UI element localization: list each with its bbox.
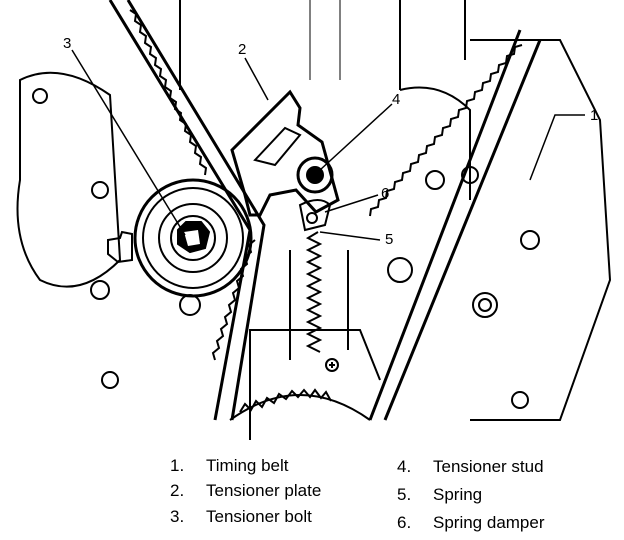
- timing-belt-left-run-inner: [126, 0, 266, 421]
- timing-belt-right-run-inner: [383, 39, 542, 421]
- spring-damper: [298, 199, 332, 232]
- legend-label: Timing belt: [206, 456, 289, 475]
- callout-1: 1: [590, 107, 599, 124]
- legend-number: 2.: [170, 481, 185, 500]
- legend-item-5: 5. Spring: [397, 485, 482, 505]
- engine-block-outline: [16, 71, 122, 288]
- engine-casting-inner: [399, 86, 471, 200]
- callout-2: 2: [238, 41, 247, 58]
- legend-label: Tensioner bolt: [206, 507, 312, 526]
- engine-casting-right: [470, 39, 612, 421]
- tensioner-plate: [230, 89, 340, 217]
- tensioner-stud: [296, 156, 334, 194]
- crank-sprocket-teeth: [239, 388, 332, 413]
- legend-label: Tensioner stud: [433, 457, 544, 476]
- spring-coil: [305, 231, 323, 353]
- legend-item-6: 6. Spring damper: [397, 513, 545, 533]
- legend-label: Spring damper: [433, 513, 545, 532]
- legend-number: 1.: [170, 456, 185, 475]
- callout-3: 3: [63, 35, 72, 52]
- callout-5: 5: [385, 231, 394, 248]
- timing-belt-right-teeth: [369, 44, 523, 217]
- legend-number: 5.: [397, 485, 412, 504]
- tensioner-pulley-outer: [133, 178, 253, 298]
- legend-label: Tensioner plate: [206, 481, 322, 500]
- timing-belt-tensioner-diagram: [16, 0, 612, 440]
- callout-4: 4: [392, 91, 401, 108]
- legend-number: 4.: [397, 457, 412, 476]
- tensioner-pulley-rim: [142, 187, 244, 289]
- legend-number: 3.: [170, 507, 185, 526]
- legend-item-1: 1. Timing belt: [170, 456, 289, 476]
- tensioner-pulley-hub: [158, 203, 228, 273]
- timing-belt-left-teeth: [129, 9, 208, 176]
- legend-number: 6.: [397, 513, 412, 532]
- legend-item-2: 2. Tensioner plate: [170, 481, 321, 501]
- timing-belt-right-run: [368, 29, 522, 421]
- legend-item-3: 3. Tensioner bolt: [170, 507, 312, 527]
- callout-6: 6: [381, 185, 390, 202]
- bracket: [107, 230, 133, 264]
- spring-anchor: [325, 358, 339, 372]
- legend-label: Spring: [433, 485, 483, 504]
- legend-item-4: 4. Tensioner stud: [397, 457, 544, 477]
